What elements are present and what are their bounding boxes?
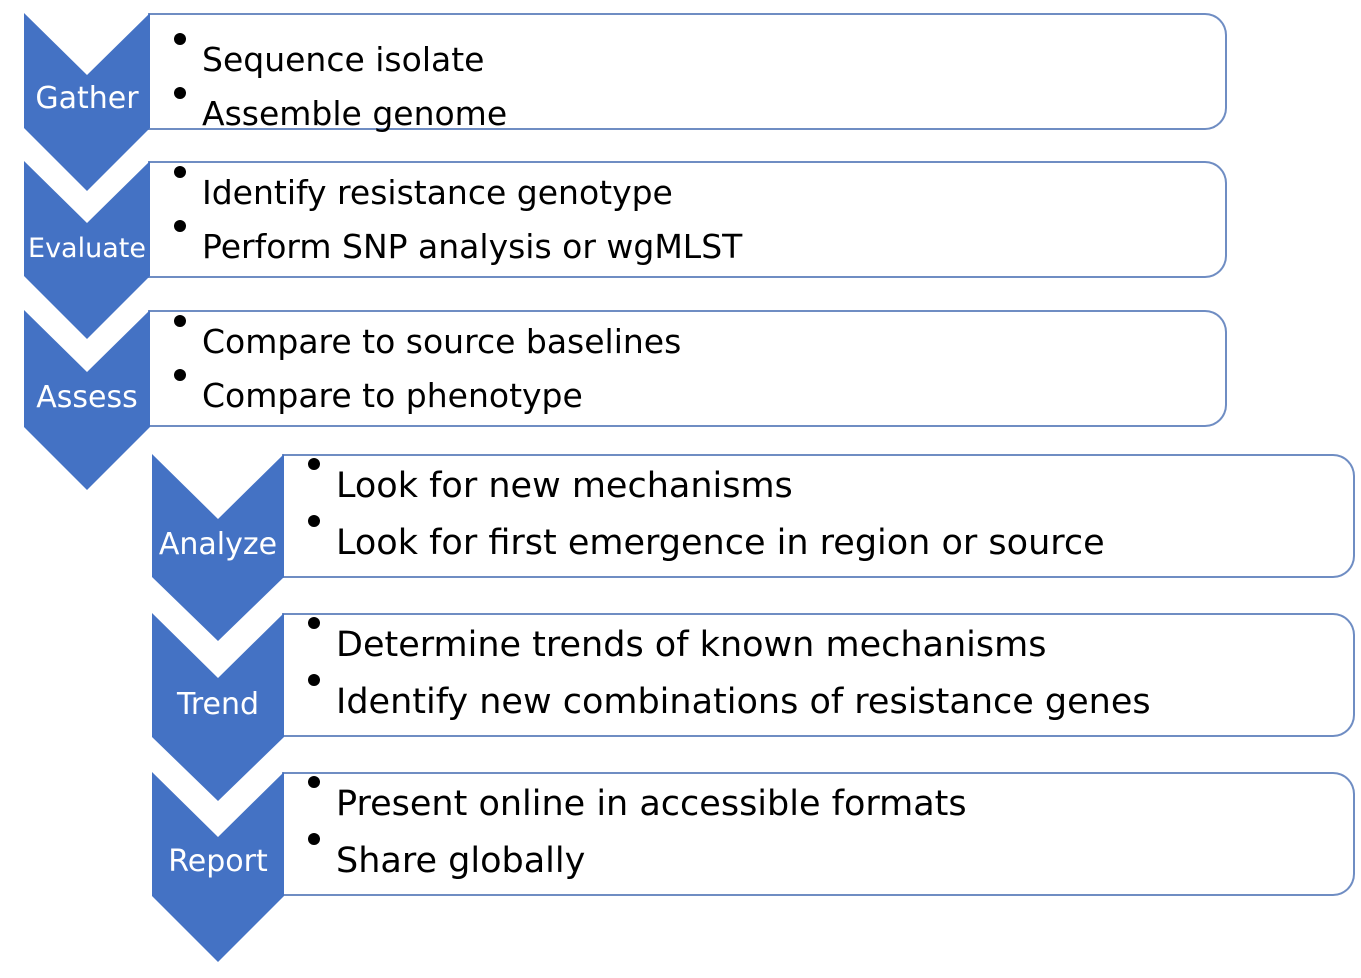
chevron-down-icon [152, 772, 284, 962]
step-box-assess: Compare to source baselines Compare to p… [148, 310, 1227, 427]
bullet-item: Look for new mechanisms [304, 458, 1343, 515]
bullet-list: Determine trends of known mechanisms Ide… [304, 617, 1343, 731]
chevron-gather: Gather [24, 13, 150, 191]
bullet-item: Identify resistance genotype [170, 166, 1215, 220]
bullet-list: Identify resistance genotype Perform SNP… [170, 166, 1215, 274]
bullet-item: Share globally [304, 833, 1343, 890]
bullet-item: Compare to source baselines [170, 315, 1215, 369]
bullet-item: Perform SNP analysis or wgMLST [170, 220, 1215, 274]
bullet-list: Sequence isolate Assemble genome [170, 33, 1215, 141]
chevron-down-icon [24, 161, 150, 339]
chevron-report: Report [152, 772, 284, 962]
bullet-list: Present online in accessible formats Sha… [304, 776, 1343, 890]
step-box-analyze: Look for new mechanisms Look for first e… [282, 454, 1355, 578]
chevron-down-icon [24, 13, 150, 191]
bullet-list: Look for new mechanisms Look for first e… [304, 458, 1343, 572]
bullet-item: Look for first emergence in region or so… [304, 515, 1343, 572]
step-label: Evaluate [28, 233, 146, 264]
step-label: Analyze [158, 527, 278, 562]
bullet-item: Sequence isolate [170, 33, 1215, 87]
chevron-down-icon [24, 310, 150, 490]
step-box-evaluate: Identify resistance genotype Perform SNP… [148, 161, 1227, 278]
chevron-trend: Trend [152, 613, 284, 801]
bullet-item: Determine trends of known mechanisms [304, 617, 1343, 674]
step-box-trend: Determine trends of known mechanisms Ide… [282, 613, 1355, 737]
step-label: Report [168, 844, 268, 879]
step-box-report: Present online in accessible formats Sha… [282, 772, 1355, 896]
step-label: Trend [176, 687, 260, 722]
step-label: Gather [35, 81, 139, 116]
step-label: Assess [36, 380, 138, 415]
step-box-gather: Sequence isolate Assemble genome [148, 13, 1227, 133]
chevron-evaluate: Evaluate [24, 161, 150, 339]
bullet-item: Compare to phenotype [170, 369, 1215, 423]
chevron-assess: Assess [24, 310, 150, 490]
chevron-down-icon [152, 454, 284, 641]
bullet-item: Identify new combinations of resistance … [304, 674, 1343, 731]
chevron-down-icon [152, 613, 284, 801]
bullet-item: Assemble genome [170, 87, 1215, 141]
chevron-analyze: Analyze [152, 454, 284, 641]
bullet-list: Compare to source baselines Compare to p… [170, 315, 1215, 423]
bullet-item: Present online in accessible formats [304, 776, 1343, 833]
